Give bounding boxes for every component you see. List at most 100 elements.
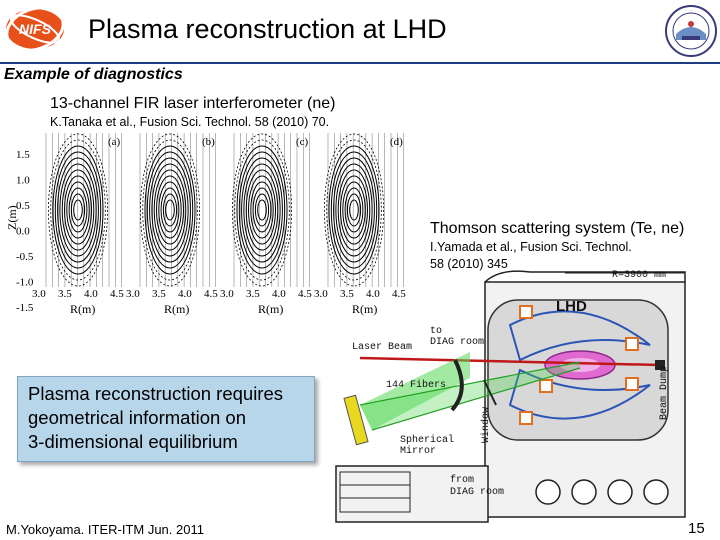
fir-xtick-label: 4.0 [272,288,286,300]
fir-xtick-label: 4.5 [204,288,218,300]
nifs-logo: NIFS [2,4,68,54]
fir-xtick-label: 4.0 [178,288,192,300]
flux-surface [330,151,378,269]
fir-xtick-label: 3.0 [314,288,328,300]
fir-xtick-label: 3.0 [126,288,140,300]
flux-surface [245,169,279,251]
flux-surface [241,157,283,263]
fir-ytick-label: -0.5 [16,251,34,263]
flux-surface [236,145,288,275]
fir-xlabel: R(m) [352,302,377,316]
flux-surface [326,139,382,281]
thomson-title: Thomson scattering system (Te, ne) [430,220,685,237]
fir-xtick-label: 3.5 [340,288,354,300]
flux-surface [156,175,184,245]
fir-xlabel: R(m) [164,302,189,316]
slide-title: Plasma reconstruction at LHD [88,14,447,44]
fir-panel-label: (b) [202,136,215,148]
fir-xtick-label: 4.5 [392,288,406,300]
callout-line-3: 3-dimensional equilibrium [28,431,238,452]
fir-xtick-label: 4.5 [298,288,312,300]
spherical-label: Spherical [400,434,454,446]
fir-xlabel: R(m) [70,302,95,316]
flux-surface [165,199,175,221]
flux-surface [162,193,178,227]
fibers-label: 144 Fibers [386,379,446,391]
flux-surface [151,163,189,257]
fir-xlabels: R(m) R(m) R(m) R(m) [70,302,377,316]
flux-surface [160,187,180,233]
callout-line-1: Plasma reconstruction requires [28,383,283,404]
fir-xtick-label: 3.0 [220,288,234,300]
fir-ylabel: Z(m) [5,205,19,230]
fir-ytick-label: -1.0 [16,277,34,289]
window-label: Window [480,407,492,443]
fir-xtick-label: 3.5 [246,288,260,300]
fir-xtick-label: 3.5 [58,288,72,300]
callout-box: Plasma reconstruction requires geometric… [17,376,315,462]
flux-surface [144,145,196,275]
flux-surface [238,151,286,269]
spherical-mirror [343,394,369,446]
flux-surface [64,175,92,245]
to-diag-room-label: DIAG room [430,337,484,348]
to-diag-label: to [430,326,442,337]
flux-surface [250,181,274,239]
page-number: 15 [688,520,705,537]
flux-surface [73,199,83,221]
flux-surface [61,169,95,251]
flux-surface [66,181,90,239]
beam-dump-label: Beam Dump [659,366,670,420]
fir-panel-label: (c) [296,136,309,148]
flux-surface [243,163,281,257]
flux-surface [349,199,359,221]
fir-xtick-label: 3.0 [32,288,46,300]
flux-surface [50,139,106,281]
flux-surface [149,157,191,263]
r-dimension-label: R=3900 mm [612,270,666,281]
flux-surface [344,187,364,233]
flux-surface [328,145,380,275]
callout-line-2: geometrical information on [28,407,246,428]
flux-surface [48,133,109,287]
fir-xtick-label: 4.5 [110,288,124,300]
fir-ytick-label: 1.5 [16,149,30,161]
thomson-reference-line1: I.Yamada et al., Fusion Sci. Technol. [430,240,632,254]
flux-surface [142,139,198,281]
fir-panel: (a) [45,133,122,287]
fir-reference: K.Tanaka et al., Fusion Sci. Technol. 58… [50,115,330,129]
fir-xlabel: R(m) [258,302,283,316]
fir-panel-label: (d) [390,136,403,148]
flux-surface [346,193,362,227]
fir-panel-label: (a) [108,136,121,148]
diag-room-block [335,465,489,523]
flux-surface [252,187,272,233]
flux-surface [139,133,200,287]
flux-surface [337,169,371,251]
fir-ytick-label: 1.0 [16,175,30,187]
flux-surface [254,193,270,227]
flux-surface [146,151,194,269]
laser-beam-line [359,356,661,367]
lhd-label: LHD [556,298,587,315]
flux-surface [335,163,373,257]
university-seal-icon [664,2,718,60]
fir-ytick-label: -1.5 [16,302,34,314]
fir-panel: (b) [139,133,216,287]
fir-xtick-label: 4.0 [84,288,98,300]
thomson-reference-line2: 58 (2010) 345 [430,257,508,271]
fir-ytick-label: 0.0 [16,226,30,238]
header-divider [0,62,720,64]
thomson-schematic: to DIAG room Laser Beam 144 Fibers Spher… [335,270,686,523]
from-diag-room-label: DIAG room [450,487,504,498]
fir-ytick-label: 0.5 [16,200,30,212]
flux-surface [342,181,366,239]
flux-surface [248,175,276,245]
flux-surface [54,151,102,269]
laser-beam-label: Laser Beam [352,342,412,353]
footer-author: M.Yokoyama. ITER-ITM Jun. 2011 [6,522,204,537]
fir-xtick-label: 4.0 [366,288,380,300]
fir-yticks: 1.5 1.0 0.5 0.0 -0.5 -1.0 -1.5 [16,149,34,314]
flux-surface [257,199,267,221]
fir-panel: (c) [231,133,310,287]
